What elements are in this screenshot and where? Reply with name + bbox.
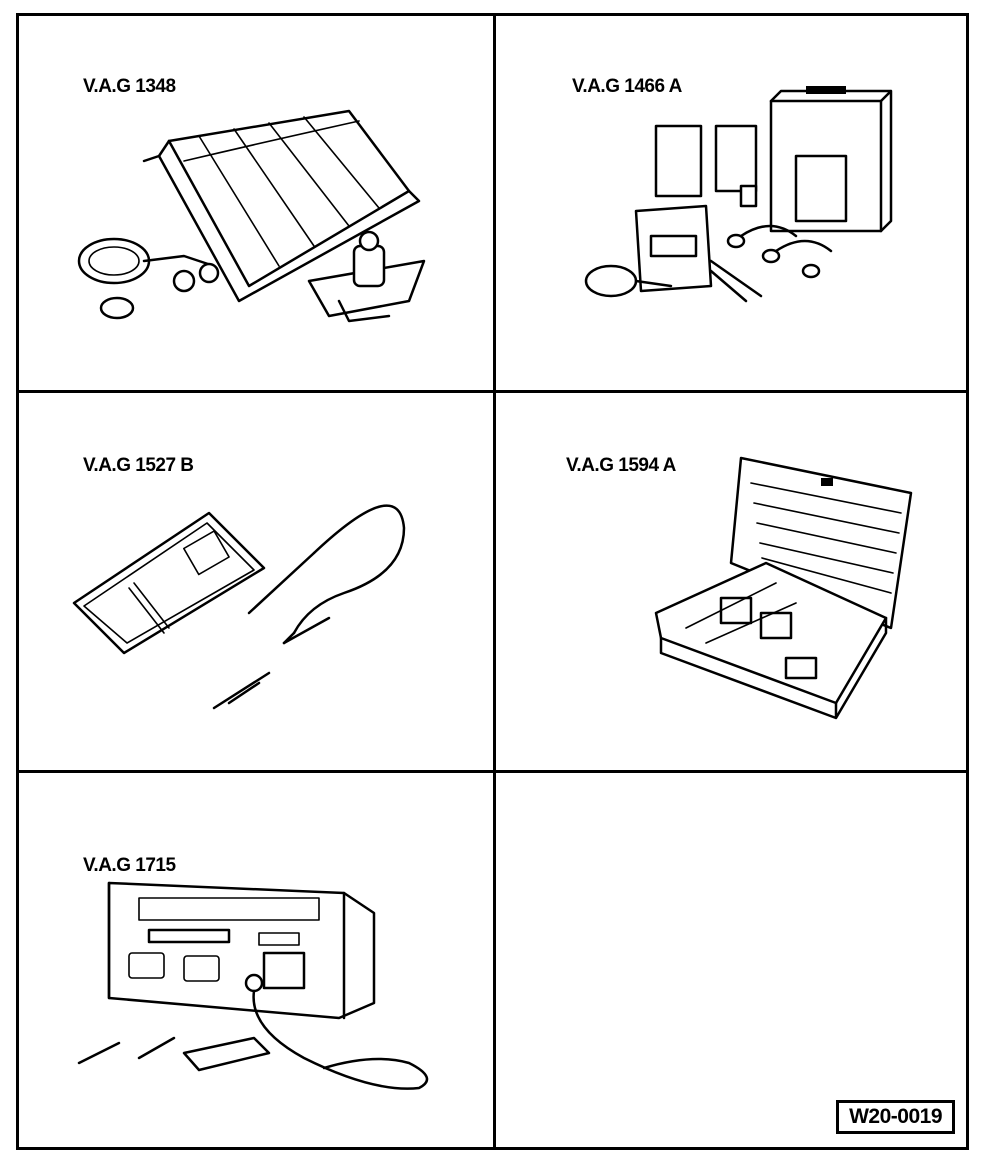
panel-empty: W20-0019: [496, 773, 969, 1147]
grid-divider-vertical: [493, 16, 496, 1147]
grid-divider-row-1: [19, 390, 966, 393]
panel-label: V.A.G 1594 A: [566, 455, 676, 476]
panel-vag-1594-a: V.A.G 1594 A: [496, 393, 969, 770]
panel-label: V.A.G 1527 B: [83, 455, 194, 476]
test-box-kit-icon: [584, 86, 893, 303]
adapter-case-icon: [654, 456, 913, 720]
panel-label: V.A.G 1466 A: [572, 76, 682, 97]
multimeter-probes-icon: [72, 504, 406, 710]
panel-vag-1715: V.A.G 1715: [19, 773, 493, 1147]
panel-label: V.A.G 1715: [83, 855, 176, 876]
reference-code: W20-0019: [836, 1100, 955, 1134]
panel-vag-1527-b: V.A.G 1527 B: [19, 393, 493, 770]
panel-vag-1348: V.A.G 1348: [19, 16, 493, 390]
panel-vag-1466-a: V.A.G 1466 A: [496, 16, 969, 390]
tool-sheet: V.A.G 1348 V.A.G 1466 A: [16, 13, 969, 1150]
panel-label: V.A.G 1348: [83, 76, 176, 97]
grid-divider-row-2: [19, 770, 966, 773]
remote-control-tool-icon: [77, 109, 426, 323]
multimeter-device-icon: [77, 881, 429, 1090]
